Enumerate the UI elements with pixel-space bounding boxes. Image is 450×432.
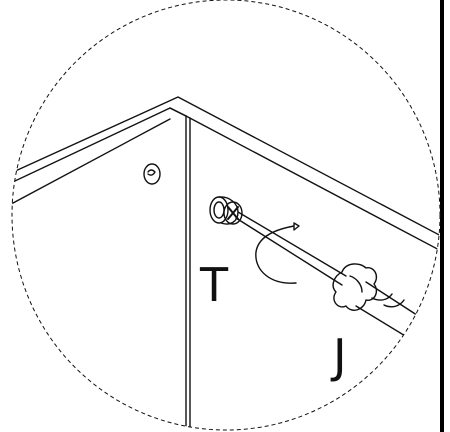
page-border-bar <box>440 0 444 432</box>
part-label-t: T <box>199 258 229 312</box>
top-board-edge-inner <box>12 107 187 189</box>
tool-label-j: J <box>330 329 347 383</box>
pre-drilled-hole-icon <box>143 163 161 185</box>
top-board-edge-outer <box>12 96 440 239</box>
zoom-circle-outline <box>11 0 441 431</box>
rotation-arrow-icon <box>255 222 300 284</box>
top-board-corner <box>169 107 187 117</box>
zoom-view: T J <box>12 96 440 430</box>
left-panel-edge <box>12 118 171 211</box>
top-board-underside <box>185 115 440 254</box>
cam-lock-fitting-icon <box>209 196 243 225</box>
cabinet-panels <box>12 96 440 430</box>
